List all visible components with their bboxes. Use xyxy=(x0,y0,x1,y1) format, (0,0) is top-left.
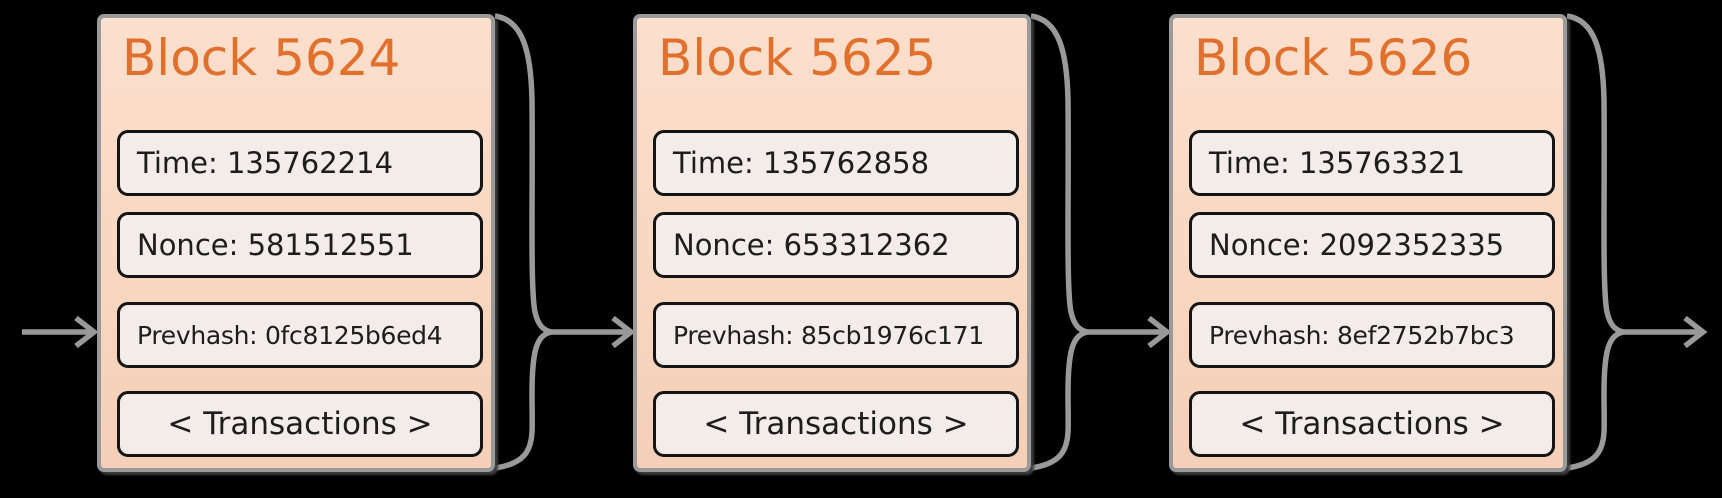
field-time[interactable]: Time: 135762858 xyxy=(653,130,1019,196)
transactions-button[interactable]: < Transactions > xyxy=(1189,391,1555,457)
chain-arrow-out-head-icon xyxy=(1683,315,1708,349)
field-prevhash[interactable]: Prevhash: 8ef2752b7bc3 xyxy=(1189,302,1555,368)
chain-arrow-in-head-icon xyxy=(74,315,99,349)
chain-arrow-1-2-head-icon xyxy=(611,315,636,349)
transactions-button[interactable]: < Transactions > xyxy=(653,391,1019,457)
block-3-brace-icon xyxy=(1566,13,1624,471)
block-title: Block 5625 xyxy=(658,29,937,87)
block-title: Block 5624 xyxy=(122,29,401,87)
block-title: Block 5626 xyxy=(1194,29,1473,87)
block-1-brace-icon xyxy=(494,13,552,471)
field-nonce[interactable]: Nonce: 653312362 xyxy=(653,212,1019,278)
block-card: Block 5624 Time: 135762214 Nonce: 581512… xyxy=(97,14,495,472)
field-time[interactable]: Time: 135763321 xyxy=(1189,130,1555,196)
chain-arrow-2-3-head-icon xyxy=(1147,315,1172,349)
block-card: Block 5626 Time: 135763321 Nonce: 209235… xyxy=(1169,14,1567,472)
field-prevhash[interactable]: Prevhash: 0fc8125b6ed4 xyxy=(117,302,483,368)
field-time[interactable]: Time: 135762214 xyxy=(117,130,483,196)
field-prevhash[interactable]: Prevhash: 85cb1976c171 xyxy=(653,302,1019,368)
field-nonce[interactable]: Nonce: 581512551 xyxy=(117,212,483,278)
block-2-brace-icon xyxy=(1030,13,1088,471)
field-nonce[interactable]: Nonce: 2092352335 xyxy=(1189,212,1555,278)
transactions-button[interactable]: < Transactions > xyxy=(117,391,483,457)
block-card: Block 5625 Time: 135762858 Nonce: 653312… xyxy=(633,14,1031,472)
